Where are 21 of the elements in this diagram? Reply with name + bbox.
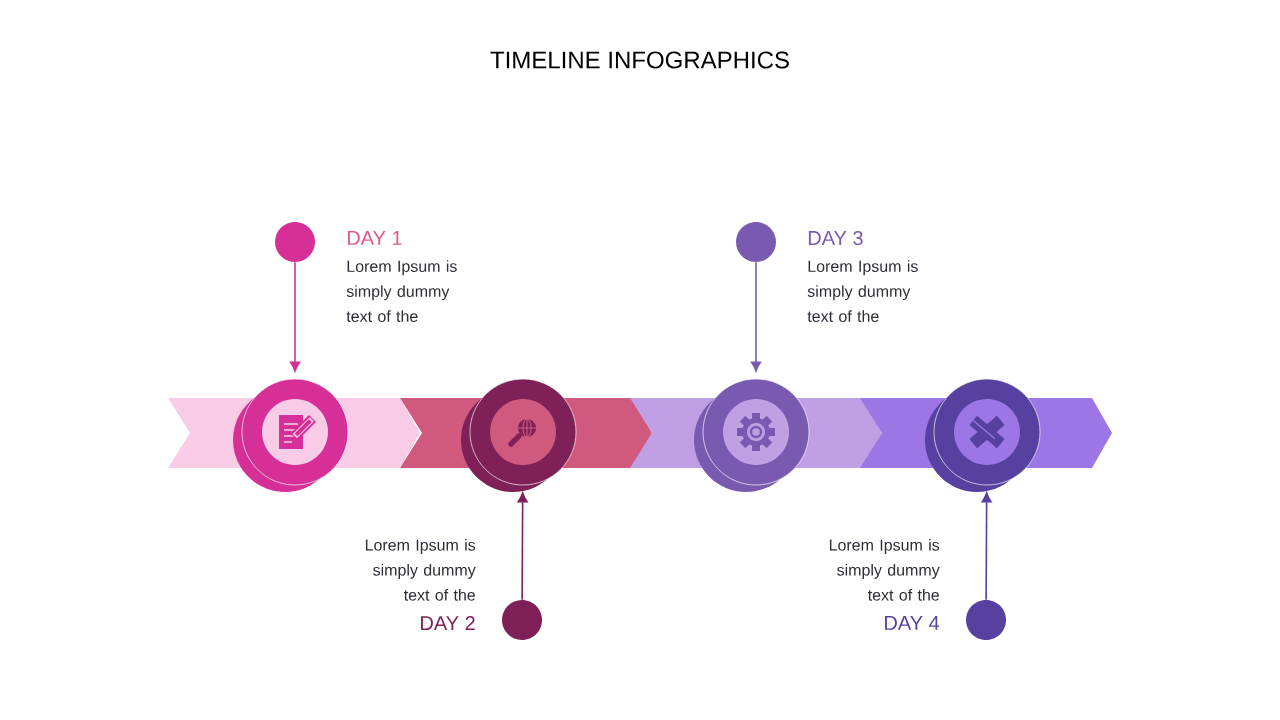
title: TIMELINE INFOGRAPHICS — [490, 51, 789, 69]
arrow — [750, 261, 762, 372]
pin-dot — [966, 600, 1006, 640]
description: Lorem Ipsum is simply dummy text of the — [365, 539, 476, 601]
ring-circle — [925, 378, 1041, 492]
pin-dot — [502, 600, 542, 640]
pin-dot — [275, 222, 315, 262]
arrow — [517, 492, 528, 601]
description: Lorem Ipsum is simply dummy text of the — [829, 539, 940, 601]
arrow — [981, 492, 992, 601]
pin-dot — [736, 222, 776, 262]
ring-circle — [694, 378, 810, 492]
day-label: DAY 2 — [421, 616, 475, 630]
day-label: DAY 3 — [808, 230, 863, 246]
description: Lorem Ipsum is simply dummy text of the — [807, 260, 918, 322]
description: Lorem Ipsum is simply dummy text of the — [346, 260, 457, 322]
ring-circle — [461, 378, 577, 492]
day-label: DAY 1 — [347, 231, 402, 245]
day-label: DAY 4 — [885, 616, 940, 630]
arrow — [289, 261, 301, 372]
ring-circle — [233, 378, 349, 492]
